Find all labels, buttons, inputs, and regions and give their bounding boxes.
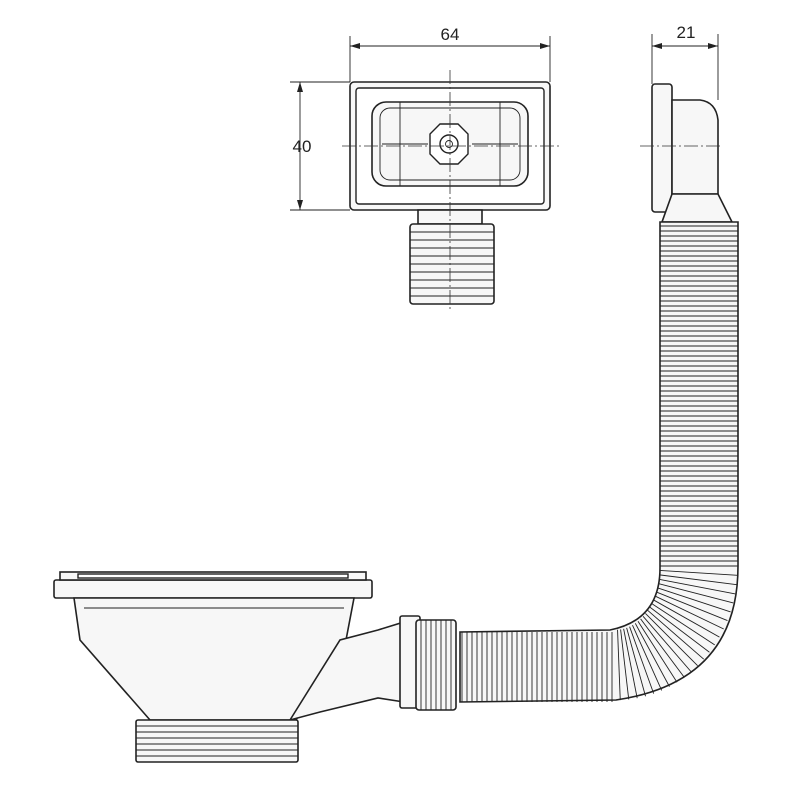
sink-flange [53,579,373,599]
hose-rib [656,591,728,622]
hose-rib [651,603,715,646]
union-nut [415,619,457,711]
dimension-depth: 21 [651,23,719,100]
hose-rib [634,623,670,687]
hose-rib [623,628,638,699]
dimension-height-label: 40 [293,137,312,156]
overflow-hose-stub [409,223,495,305]
hose-rib [632,624,663,691]
dimension-width: 64 [349,25,551,82]
hose-outline [459,221,739,703]
hose-rib [637,621,678,683]
hose-rib [647,609,705,660]
hose-ribs [461,225,738,702]
hose-rib [629,626,655,694]
overflow-side-body [671,99,719,195]
flexible-hose [459,221,739,703]
hose-rib [659,574,737,586]
hose-rib [620,629,630,700]
hose-rib [617,629,621,701]
overflow-front-view: 64 40 [290,25,560,310]
hose-rib [649,606,710,653]
dimension-depth-label: 21 [677,23,696,42]
hose-rib [659,570,738,576]
hose-rib [626,627,646,697]
overflow-side-collar [660,193,734,223]
overflow-side-plate [651,83,673,213]
bottom-thread [135,719,299,763]
strainer-waste [53,571,457,763]
hose-rib [653,599,720,638]
hose-rib [658,578,736,595]
overflow-side-view: 21 [640,23,734,223]
hose-rib [654,595,724,630]
dimension-width-label: 64 [441,25,460,44]
hose-rib [658,583,734,604]
dimension-height: 40 [290,81,350,211]
hose-rib [657,587,731,613]
hose-rib [642,615,692,673]
hose-rib [640,618,685,678]
screw-icon [439,134,459,154]
hose-rib [645,613,698,667]
